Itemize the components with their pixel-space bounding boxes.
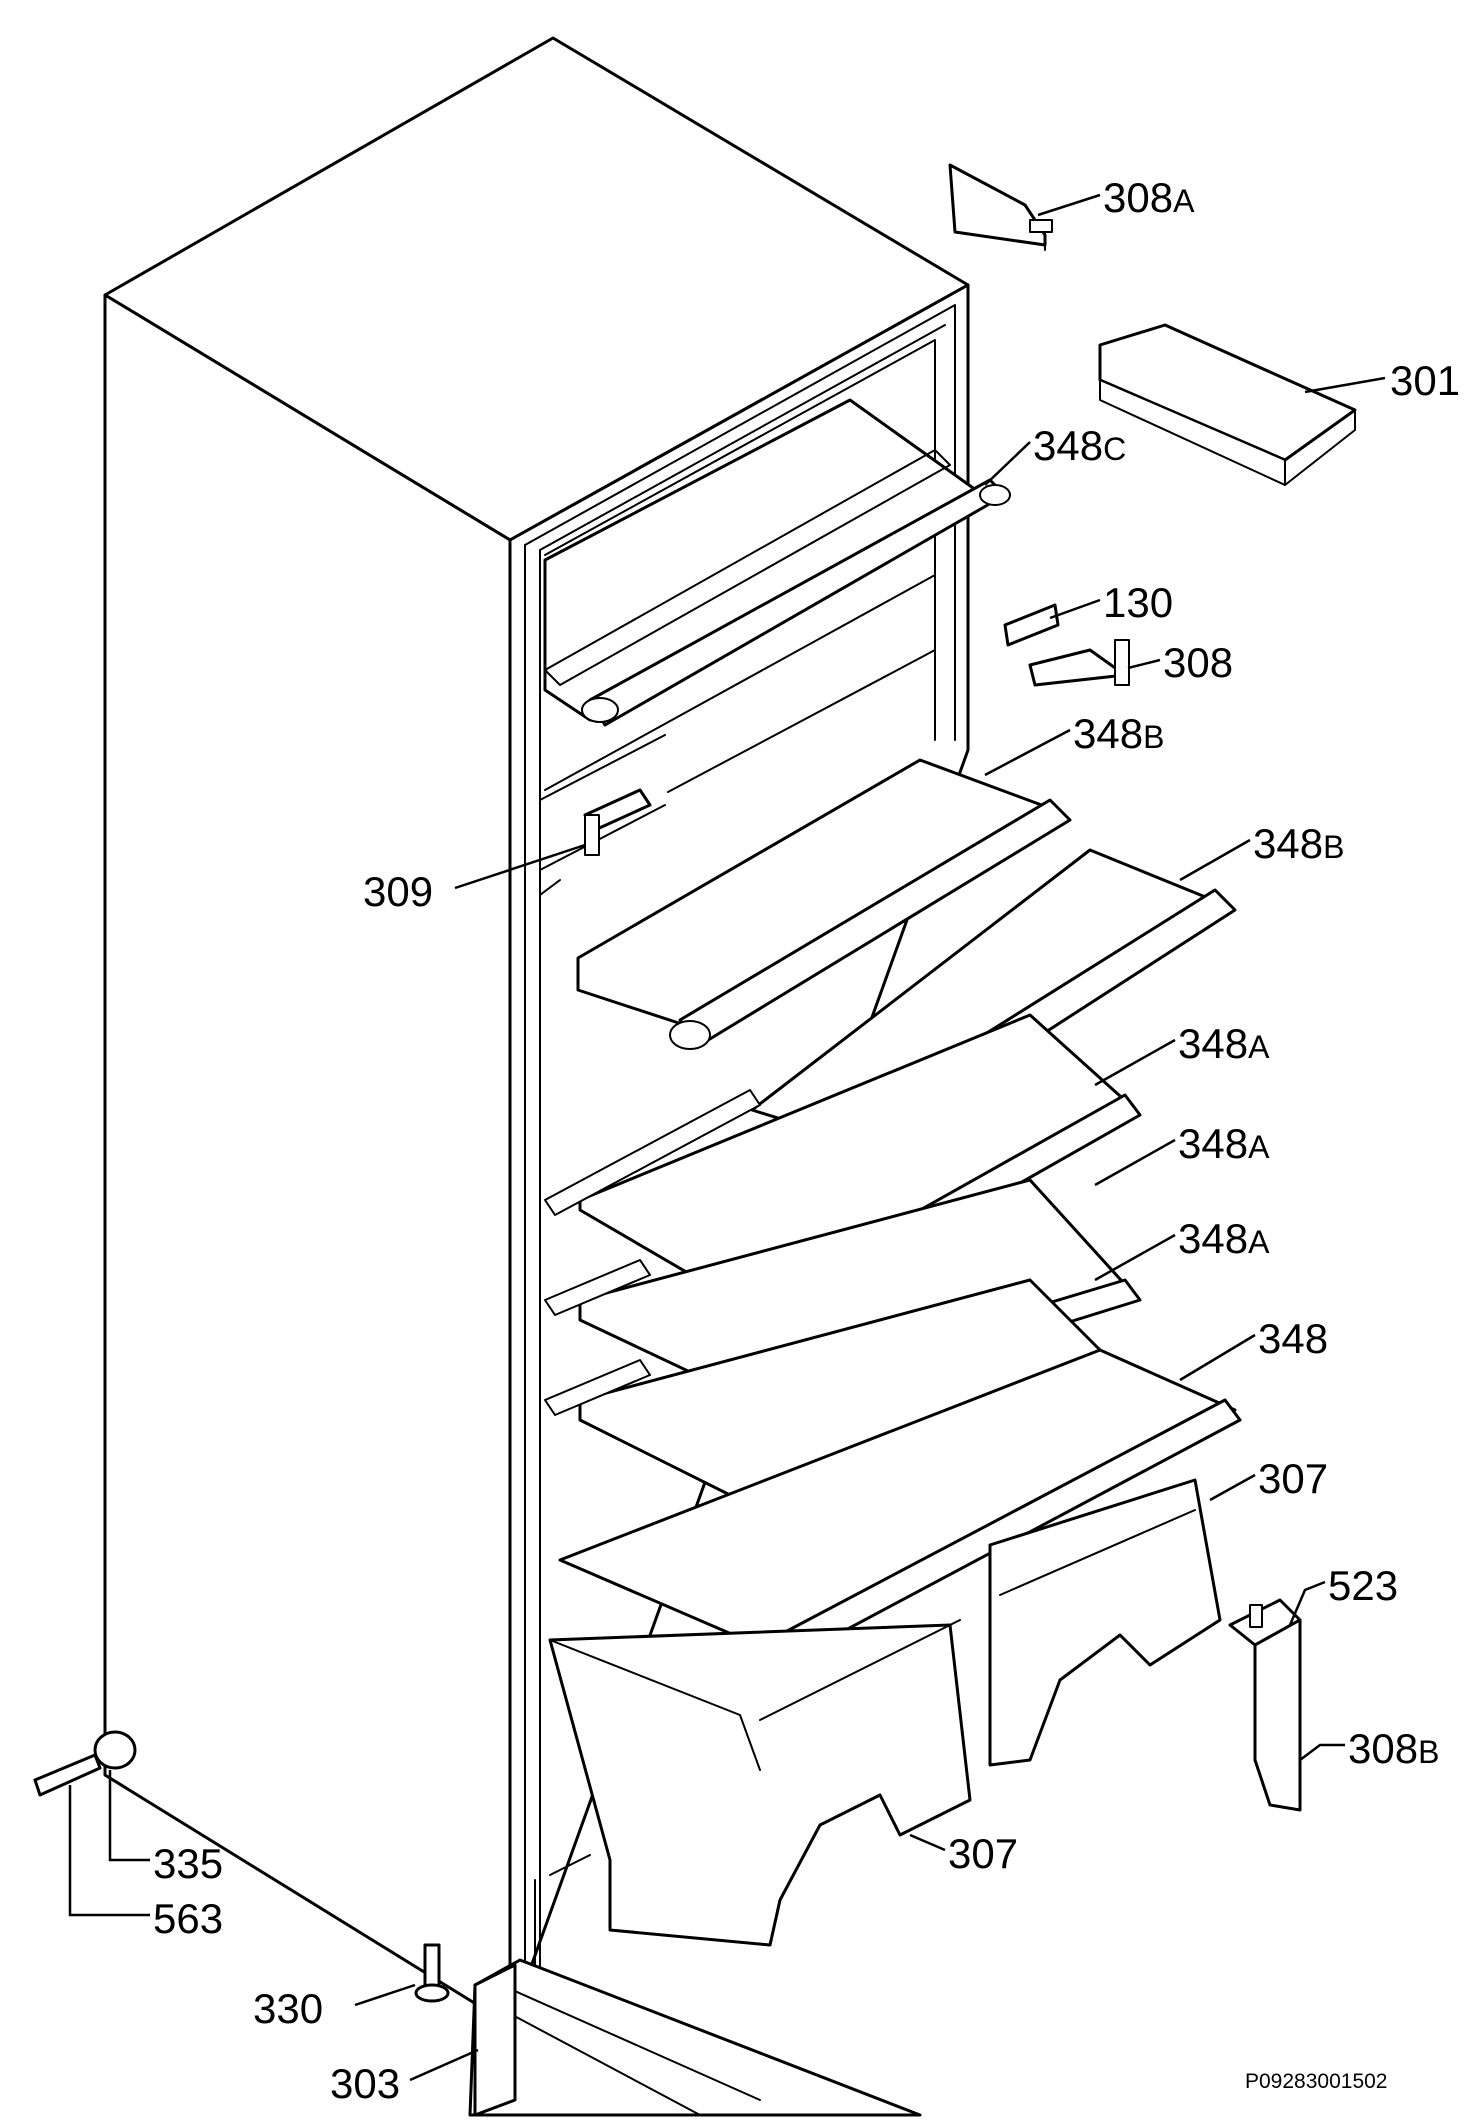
callout-308: 308 bbox=[1163, 639, 1233, 686]
crisper-drawer-right bbox=[988, 1478, 1222, 1767]
callout-348c: 348C bbox=[1033, 422, 1126, 469]
callout-303: 303 bbox=[330, 2060, 400, 2107]
callout-563: 563 bbox=[153, 1895, 223, 1942]
callout-523: 523 bbox=[1328, 1562, 1398, 1609]
leader-lines bbox=[68, 193, 1386, 2082]
ice-cube-tray bbox=[1098, 323, 1357, 486]
callout-130: 130 bbox=[1103, 579, 1173, 626]
callout-labels: 308A 301 348C 130 308 348B 348B 309 348A… bbox=[153, 174, 1460, 2107]
callout-348b-1: 348B bbox=[1073, 710, 1164, 757]
hinge-308a bbox=[948, 163, 1053, 251]
shelf-348b-left bbox=[576, 758, 1072, 1050]
freezer-shelf-348c bbox=[543, 398, 1011, 727]
callout-307-2: 307 bbox=[948, 1830, 1018, 1877]
spacer-130 bbox=[1003, 603, 1060, 647]
screw-563-washer-335 bbox=[33, 1730, 137, 1797]
adjustable-foot-330 bbox=[414, 1943, 450, 2003]
callout-348a-1: 348A bbox=[1178, 1020, 1270, 1067]
callout-308a: 308A bbox=[1103, 174, 1195, 221]
callout-348b-2: 348B bbox=[1253, 820, 1344, 867]
callout-309: 309 bbox=[363, 868, 433, 915]
shelf-support-309 bbox=[583, 788, 652, 856]
hinge-523-308b bbox=[1228, 1598, 1302, 1812]
callout-348a-3: 348A bbox=[1178, 1215, 1270, 1262]
callout-301: 301 bbox=[1390, 357, 1460, 404]
bottom-plinth bbox=[468, 1958, 922, 2117]
shelf-348 bbox=[558, 1348, 1242, 1670]
crisper-drawer-left bbox=[548, 1619, 972, 1947]
callout-308b: 308B bbox=[1348, 1725, 1439, 1772]
callout-307-1: 307 bbox=[1258, 1455, 1328, 1502]
hinge-308 bbox=[1028, 639, 1130, 687]
callout-335: 335 bbox=[153, 1840, 223, 1887]
callout-330: 330 bbox=[253, 1985, 323, 2032]
callout-348a-2: 348A bbox=[1178, 1120, 1270, 1167]
diagram-code: P09283001502 bbox=[1245, 2070, 1387, 2093]
callout-348: 348 bbox=[1258, 1315, 1328, 1362]
